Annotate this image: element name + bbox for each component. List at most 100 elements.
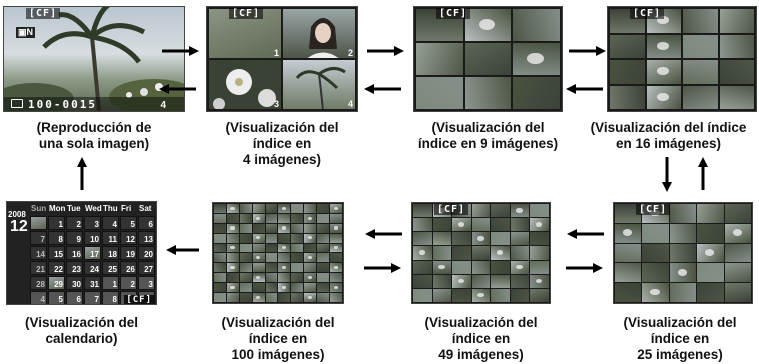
calendar-day[interactable]: 5: [48, 291, 65, 304]
highlight-spot: [307, 236, 313, 240]
calendar-day[interactable]: 22: [48, 261, 65, 275]
thumbnail: [471, 288, 491, 302]
thumbnail: [610, 60, 645, 84]
calendar-day[interactable]: 14: [30, 246, 47, 260]
highlight-spot: [438, 264, 445, 270]
thumbnail: [330, 223, 342, 233]
thumbnail: [214, 263, 226, 273]
highlight-spot: [496, 250, 504, 255]
caption-index-16: (Visualización del índice en 16 imágenes…: [578, 120, 759, 152]
thumbnail: [265, 293, 278, 302]
highlight-spot: [282, 226, 287, 230]
battery-icon: [11, 99, 23, 108]
thumbnail: [432, 246, 452, 260]
calendar-day[interactable]: 25: [102, 261, 119, 275]
thumbnail: [252, 204, 265, 213]
calendar-day[interactable]: 16: [66, 246, 83, 260]
calendar-day-number: 6: [76, 295, 81, 304]
calendar-weekday: Fri: [121, 204, 132, 213]
thumbnail: [291, 263, 304, 273]
calendar-day-number: 4: [112, 220, 117, 229]
calendar-day[interactable]: [30, 216, 47, 230]
calendar-day[interactable]: 8: [48, 231, 65, 245]
thumbnail: [291, 204, 304, 213]
calendar-day[interactable]: 6: [66, 291, 83, 304]
calendar-day[interactable]: 3: [138, 276, 155, 290]
calendar-day[interactable]: 30: [66, 276, 83, 290]
calendar-day[interactable]: 29: [48, 276, 65, 290]
calendar-day[interactable]: 3: [84, 216, 101, 230]
highlight-spot: [282, 285, 287, 289]
calendar-day-number: 3: [94, 220, 99, 229]
calendar-day-number: 21: [36, 265, 45, 274]
calendar-day[interactable]: 19: [120, 246, 137, 260]
thumbnail: [471, 274, 491, 288]
caption-index-9-line1: (Visualización del: [431, 120, 545, 135]
calendar-day[interactable]: 24: [84, 261, 101, 275]
thumbnail: [330, 283, 342, 293]
calendar-day[interactable]: 1: [102, 276, 119, 290]
thumbnail: [330, 204, 342, 213]
calendar-day[interactable]: 4: [30, 291, 47, 304]
calendar-day[interactable]: 13: [138, 231, 155, 245]
thumbnail: [330, 273, 342, 283]
calendar-day[interactable]: 10: [84, 231, 101, 245]
calendar-day[interactable]: 17: [84, 246, 101, 260]
calendar-day[interactable]: 31: [84, 276, 101, 290]
calendar-day[interactable]: 5: [120, 216, 137, 230]
calendar-day[interactable]: 6: [138, 216, 155, 230]
thumbnail: [214, 253, 226, 263]
calendar-day[interactable]: 8: [102, 291, 119, 304]
thumbnail-grid: [213, 203, 343, 303]
caption-single-line2: una sola imagen): [38, 136, 150, 151]
thumbnail-number: 3: [273, 99, 279, 109]
thumbnail: [291, 233, 304, 243]
calendar-day-number: 25: [108, 265, 117, 274]
thumbnail: [615, 223, 642, 243]
calendar-day[interactable]: 2: [66, 216, 83, 230]
calendar-day[interactable]: 7: [30, 231, 47, 245]
highlight-spot: [230, 246, 235, 250]
thumbnail: [265, 204, 278, 213]
thumbnail: [317, 263, 330, 273]
thumbnail: [226, 243, 239, 253]
caption-index-25-line1: (Visualización del: [623, 315, 737, 330]
thumbnail: [265, 263, 278, 273]
thumbnail: [413, 260, 432, 274]
calendar-day[interactable]: 4: [102, 216, 119, 230]
thumbnail: [304, 283, 317, 293]
thumbnail: [226, 204, 239, 213]
thumbnail: [317, 273, 330, 283]
calendar-day[interactable]: 18: [102, 246, 119, 260]
calendar-day[interactable]: 11: [102, 231, 119, 245]
calendar-day[interactable]: 15: [48, 246, 65, 260]
caption-index-9-line2: índice en 9 imágenes): [417, 136, 559, 151]
thumbnail: [491, 218, 510, 232]
calendar-day[interactable]: 2: [120, 276, 137, 290]
thumbnail: [265, 253, 278, 263]
calendar-day[interactable]: 12: [120, 231, 137, 245]
calendar-day[interactable]: 21: [30, 261, 47, 275]
calendar-day[interactable]: 26: [120, 261, 137, 275]
thumbnail: [304, 263, 317, 273]
calendar-day[interactable]: 28: [30, 276, 47, 290]
thumbnail: [278, 243, 291, 253]
highlight-spot: [732, 229, 742, 236]
calendar-day[interactable]: 7: [84, 291, 101, 304]
calendar-day[interactable]: 9: [66, 231, 83, 245]
thumbnail: [697, 263, 724, 283]
thumbnail: [491, 274, 510, 288]
highlight-spot: [307, 216, 313, 220]
thumbnail: [416, 77, 463, 109]
calendar-day[interactable]: 23: [66, 261, 83, 275]
thumbnail: [278, 263, 291, 273]
calendar-day[interactable]: 20: [138, 246, 155, 260]
thumbnail: 3: [209, 60, 281, 109]
file-number: 100-0015: [28, 98, 97, 111]
highlight-spot: [256, 275, 261, 280]
calendar-day-number: 12: [126, 235, 135, 244]
thumbnail: [265, 283, 278, 293]
calendar-day[interactable]: 27: [138, 261, 155, 275]
caption-index-100-line2: índice en: [248, 331, 308, 346]
calendar-day[interactable]: 1: [48, 216, 65, 230]
